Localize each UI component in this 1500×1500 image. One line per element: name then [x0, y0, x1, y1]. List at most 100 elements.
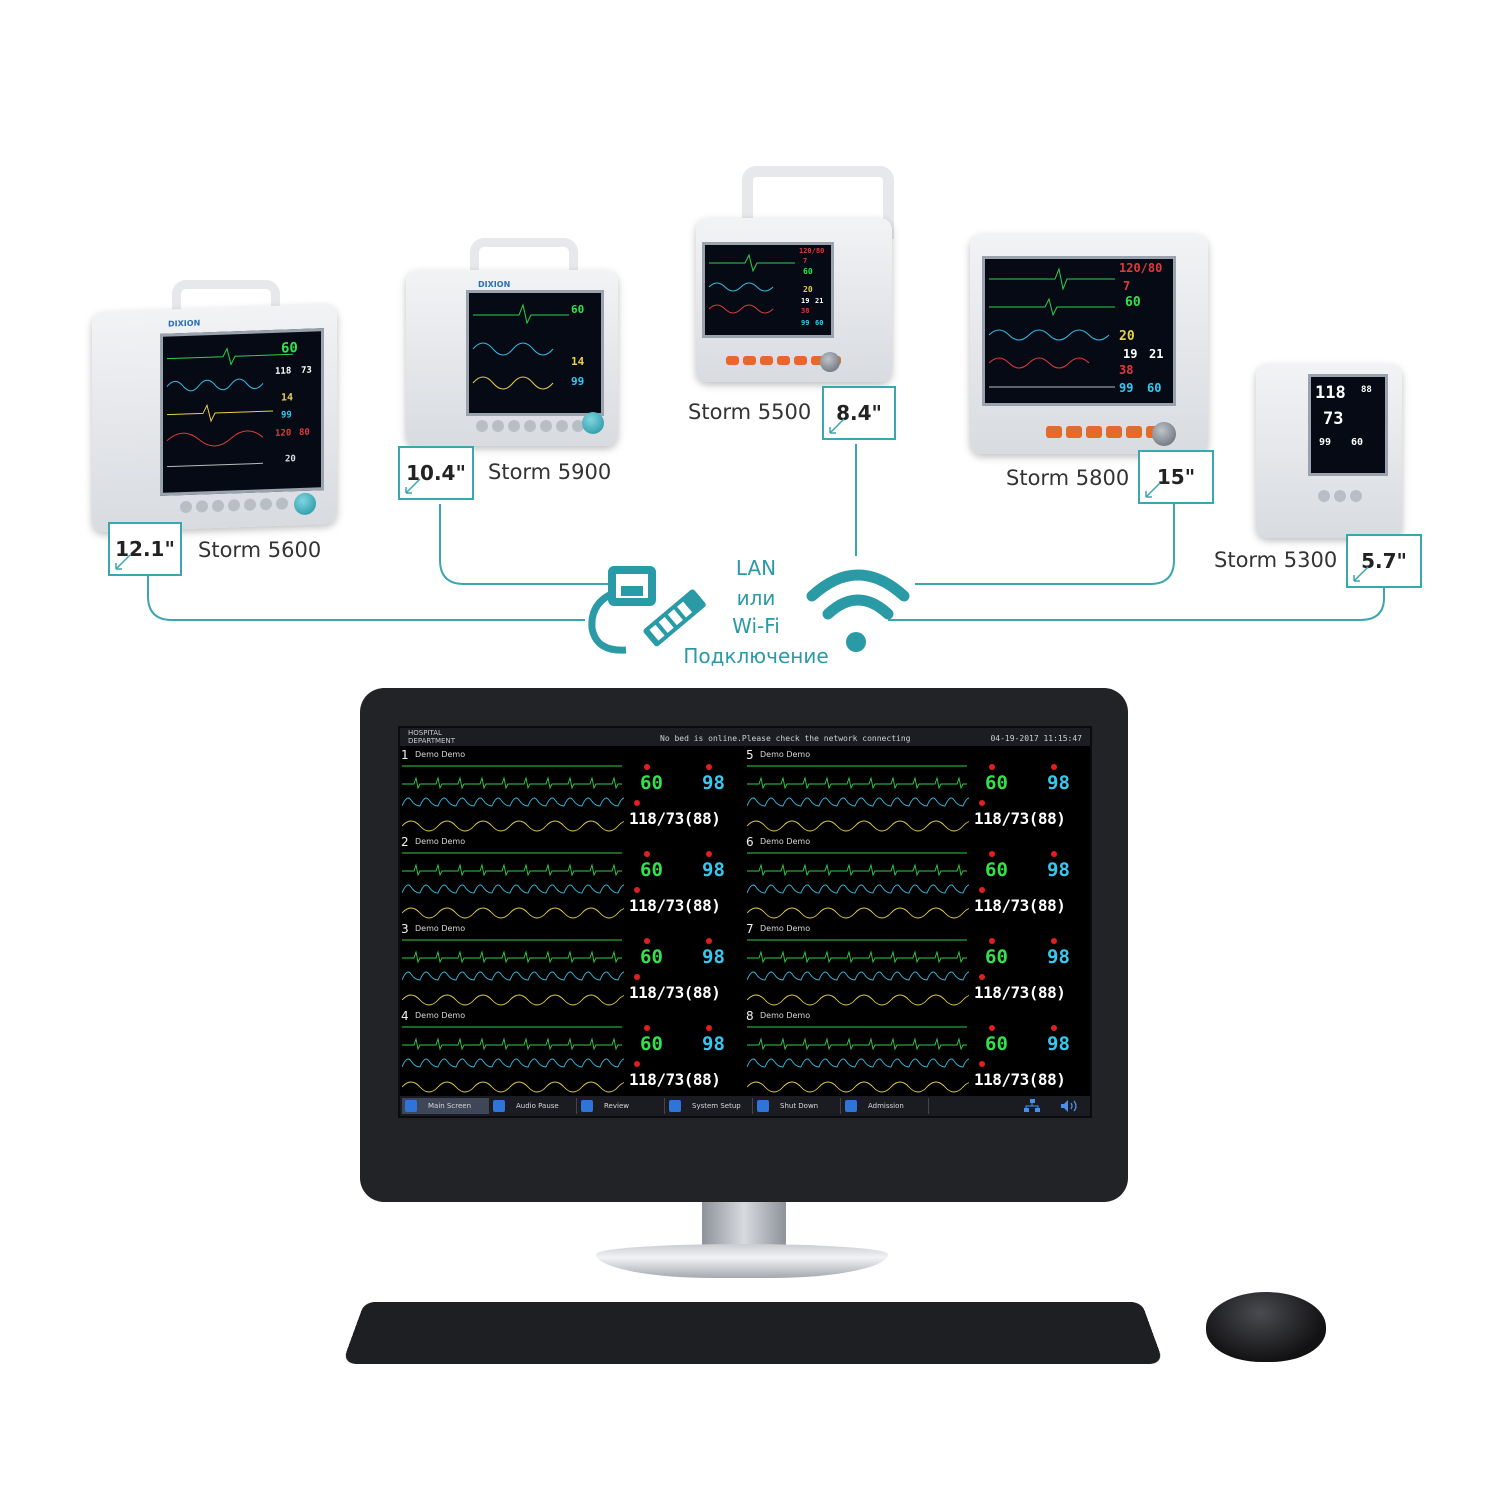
ethernet-icon	[588, 566, 706, 654]
spo2-value: 98	[1047, 946, 1070, 968]
vital-nibp-dia: 73	[301, 365, 312, 376]
nibp-value: 118/73(88)	[974, 983, 1066, 1002]
network-label-wifi: Wi-Fi	[732, 614, 780, 638]
patient-name: Demo Demo	[760, 750, 811, 759]
vital-v5: 19	[801, 297, 810, 305]
network-status-message: No bed is online.Please check the networ…	[660, 734, 911, 743]
vital-ibp-sys: 120	[275, 428, 292, 439]
central-monitoring-screen: HOSPITAL DEPARTMENT No bed is online.Ple…	[400, 728, 1090, 1116]
heart-rate-value: 60	[985, 859, 1008, 881]
device-buttons	[476, 420, 584, 432]
patient-name: Demo Demo	[415, 1011, 466, 1020]
alarm-icon	[706, 764, 712, 770]
shut-down-button[interactable]: Shut Down	[754, 1098, 841, 1114]
bed-number: 5	[746, 748, 754, 762]
resize-arrow-icon	[1353, 566, 1369, 582]
vital-hr: 60	[1125, 295, 1141, 310]
device-knob	[1152, 422, 1176, 446]
power-icon	[757, 1100, 769, 1112]
device-buttons	[1046, 426, 1162, 438]
vital-temp: 20	[285, 454, 296, 465]
waveforms	[402, 939, 624, 1006]
vital-hr: 60	[1351, 437, 1364, 448]
speaker-icon[interactable]	[1060, 1099, 1080, 1113]
monitor-icon	[405, 1100, 417, 1112]
size-box-storm-5300: 5.7"	[1346, 534, 1422, 588]
bed-cell[interactable]: 6 Demo Demo 60 98 118/73(88)	[745, 835, 1085, 921]
alarm-icon	[1051, 1025, 1057, 1031]
spo2-value: 98	[702, 1033, 725, 1055]
heart-rate-value: 60	[640, 859, 663, 881]
device-screen: 120/80 7 60 20 19 21 38 99 60	[702, 242, 834, 338]
bed-number: 1	[401, 748, 409, 762]
heart-icon	[644, 1025, 650, 1031]
bed-number: 7	[746, 922, 754, 936]
size-box-storm-5900: 10.4"	[398, 446, 474, 500]
alarm-icon	[979, 800, 985, 806]
device-storm-5900: DIXION 60 14 99	[406, 238, 621, 448]
mouse	[1206, 1292, 1326, 1362]
device-screen: 120/80 7 60 20 19 21 38 99 60	[982, 256, 1176, 406]
vital-spo2: 99	[1319, 437, 1332, 448]
patient-name: Demo Demo	[760, 1011, 811, 1020]
cms-header-bar: HOSPITAL DEPARTMENT No bed is online.Ple…	[400, 728, 1090, 746]
heart-rate-value: 60	[985, 946, 1008, 968]
spo2-value: 98	[1047, 859, 1070, 881]
vital-resp: 14	[281, 392, 294, 404]
keyboard	[342, 1302, 1164, 1364]
review-button[interactable]: Review	[578, 1098, 665, 1114]
heart-rate-value: 60	[640, 946, 663, 968]
label-storm-5500: Storm 5500	[688, 400, 812, 424]
alarm-icon	[1051, 764, 1057, 770]
vital-v6: 21	[1149, 347, 1164, 361]
admission-button[interactable]: Admission	[842, 1098, 929, 1114]
device-screen: 118 88 73 99 60	[1308, 374, 1388, 476]
heart-icon	[644, 851, 650, 857]
patient-name: Demo Demo	[415, 750, 466, 759]
vital-nibp: 120/80	[799, 247, 825, 255]
vital-resp: 14	[571, 355, 585, 368]
alarm-icon	[634, 1061, 640, 1067]
network-lines	[147, 444, 1385, 621]
vital-resp: 20	[1119, 329, 1135, 344]
nibp-value: 118/73(88)	[629, 809, 721, 828]
vital-v9: 60	[1147, 381, 1162, 395]
nibp-value: 118/73(88)	[629, 1070, 721, 1089]
bed-number: 6	[746, 835, 754, 849]
spo2-value: 98	[702, 859, 725, 881]
alarm-icon	[1051, 851, 1057, 857]
network-icon[interactable]	[1024, 1099, 1040, 1113]
system-setup-button[interactable]: System Setup	[666, 1098, 753, 1114]
vital-hr: 60	[281, 340, 298, 357]
audio-pause-button[interactable]: Audio Pause	[490, 1098, 577, 1114]
spo2-value: 98	[702, 772, 725, 794]
heart-icon	[989, 938, 995, 944]
alarm-icon	[979, 887, 985, 893]
network-label-connection: Подключение	[683, 644, 829, 668]
alarm-icon	[706, 851, 712, 857]
patient-name: Demo Demo	[415, 924, 466, 933]
size-box-storm-5500: 8.4"	[822, 386, 896, 440]
device-storm-5600: DIXION 60 118 73 14 99 120 80 20	[92, 280, 342, 533]
heart-rate-value: 60	[985, 1033, 1008, 1055]
heart-icon	[644, 938, 650, 944]
resize-arrow-icon	[405, 478, 421, 494]
waveforms	[402, 1026, 624, 1093]
waveforms	[747, 939, 969, 1006]
wifi-icon	[806, 569, 910, 652]
main-screen-button[interactable]: Main Screen	[402, 1098, 489, 1114]
spo2-value: 98	[702, 946, 725, 968]
nibp-value: 118/73(88)	[974, 896, 1066, 915]
heart-icon	[989, 1025, 995, 1031]
resize-arrow-icon	[1145, 482, 1161, 498]
vital-nibp-sys: 118	[275, 366, 292, 377]
size-box-storm-5800: 15"	[1138, 450, 1214, 504]
patient-name: Demo Demo	[760, 837, 811, 846]
